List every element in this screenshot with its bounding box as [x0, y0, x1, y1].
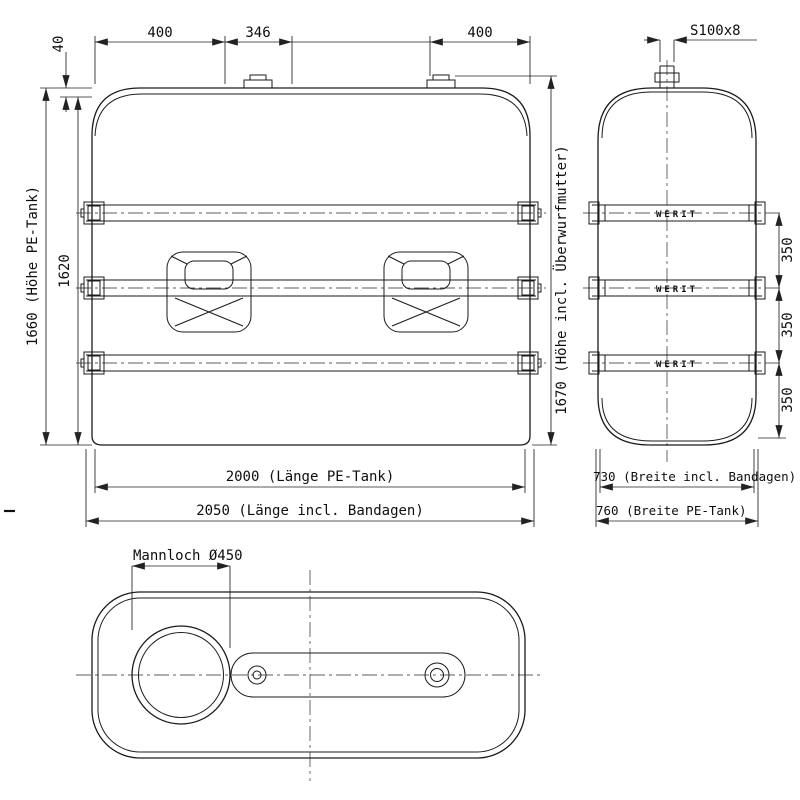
manhole-outer-circle: [131, 625, 231, 725]
dim-label-length-incl-bands: 2050 (Länge incl. Bandagen): [196, 503, 424, 519]
dim-label-height-outer: 1660 (Höhe PE-Tank): [25, 186, 41, 346]
manhole-inner-circle: [138, 632, 224, 718]
molded-pocket-right: [383, 251, 469, 333]
band-brand-label-3: WERIT: [656, 360, 698, 370]
dim-label-width-incl-bands: 730 (Breite incl. Bandagen): [593, 469, 796, 484]
dim-label-height-inner: 1620: [57, 254, 73, 288]
top-view-dimensions: Mannloch Ø450: [131, 548, 243, 648]
tank-top-inner-contour: [94, 93, 528, 137]
front-view: [76, 74, 546, 446]
side-band-1: WERIT: [583, 201, 784, 225]
dim-label-width-tank: 760 (Breite PE-Tank): [596, 503, 747, 518]
dim-label-top-offset: 40: [51, 36, 67, 53]
dim-label-top-mid: 346: [245, 25, 270, 41]
dim-label-top-right: 400: [467, 25, 492, 41]
side-bottom-inner-contour: [601, 397, 753, 442]
side-view: WERIT WERIT WERIT: [583, 60, 784, 462]
neck-circle-1-outer: [247, 665, 267, 685]
top-view: [76, 570, 540, 781]
front-view-dimensions: 400 346 400 1660 (Höhe PE-Tank) 1620 40 …: [25, 25, 570, 527]
band-brand-label-1: WERIT: [656, 210, 698, 220]
side-band-3: WERIT: [583, 351, 784, 375]
dim-label-top-left: 400: [147, 25, 172, 41]
side-fitting: [654, 65, 680, 88]
molded-pocket-left: [166, 251, 252, 333]
side-band-2: WERIT: [583, 276, 784, 300]
side-body-outline: [597, 87, 757, 446]
dim-label-manhole: Mannloch Ø450: [133, 548, 243, 564]
neck-circle-2-outer: [424, 662, 450, 688]
front-band-3: [76, 351, 546, 375]
dim-label-height-incl-nut: 1670 (Höhe incl. Überwurfmutter): [552, 145, 570, 415]
side-top-inner-contour: [601, 91, 753, 139]
neck-circle-1-inner: [252, 670, 262, 680]
dim-label-length-tank: 2000 (Länge PE-Tank): [226, 469, 395, 485]
neck-circle-2-inner: [430, 668, 444, 682]
dim-label-band-spacing-3: 350: [780, 387, 796, 412]
tank-body-outline: [91, 87, 531, 446]
top-fitting-right: [426, 74, 456, 89]
top-fitting-left: [243, 74, 273, 89]
recess-channel-outline: [230, 652, 466, 698]
side-view-dimensions: S100x8 350 350 350 730 (Breite incl. Ban…: [593, 23, 796, 527]
front-band-2: [76, 276, 546, 300]
dim-label-fitting: S100x8: [690, 23, 741, 39]
dim-label-band-spacing-2: 350: [780, 312, 796, 337]
band-brand-label-2: WERIT: [656, 285, 698, 295]
dim-label-band-spacing-1: 350: [780, 237, 796, 262]
front-band-1: [76, 201, 546, 225]
